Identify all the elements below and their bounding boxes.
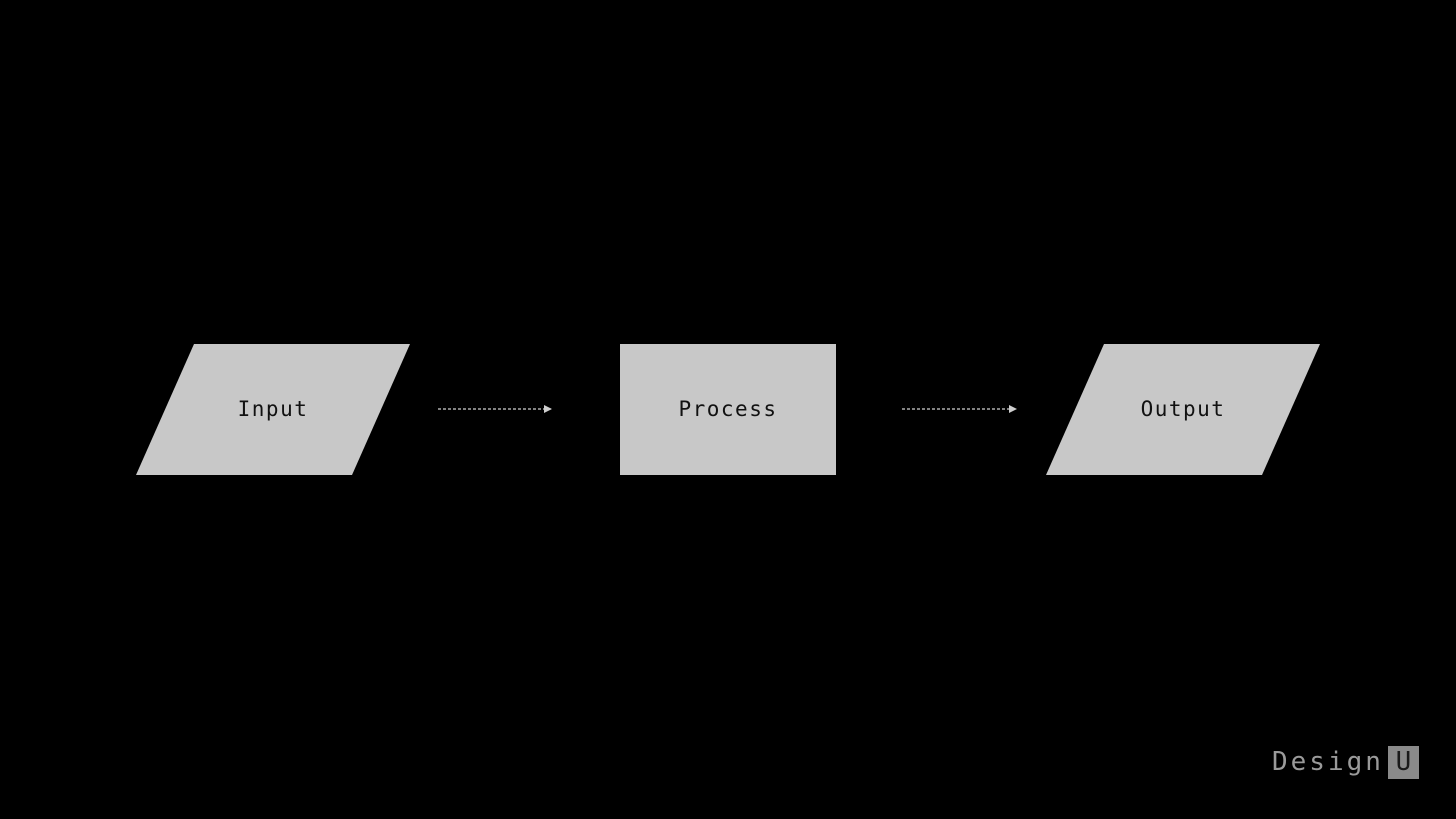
- input-parallelogram: [136, 344, 410, 475]
- node-process: Process: [620, 344, 836, 475]
- logo-word: Design: [1272, 747, 1384, 777]
- logo-box-letter: U: [1387, 745, 1419, 779]
- node-output: Output: [1046, 344, 1320, 475]
- input-label: Input: [238, 397, 309, 421]
- output-label: Output: [1141, 397, 1226, 421]
- process-label: Process: [678, 397, 777, 421]
- output-parallelogram: [1046, 344, 1320, 475]
- design-u-logo: Design U: [1272, 745, 1419, 779]
- node-input: Input: [136, 344, 410, 475]
- process-rectangle: [620, 344, 836, 475]
